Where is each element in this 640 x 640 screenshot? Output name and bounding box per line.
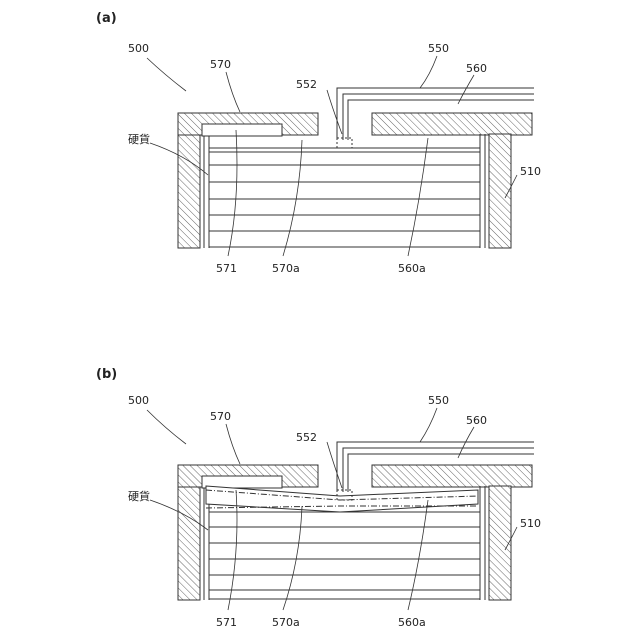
part-571 — [202, 124, 282, 136]
label-500-b: 500 — [128, 394, 149, 407]
coin-stack — [209, 148, 480, 247]
left-wall — [178, 486, 200, 600]
label-570a-a: 570a — [272, 262, 300, 275]
leaders-a — [147, 56, 517, 256]
coin-stack — [209, 512, 480, 599]
label-500-a: 500 — [128, 42, 149, 55]
label-560-b: 560 — [466, 414, 487, 427]
left-wall — [178, 134, 200, 248]
label-coins-a: 硬貨 — [128, 132, 150, 146]
label-510-b: 510 — [520, 517, 541, 530]
label-coins-b: 硬貨 — [128, 489, 150, 503]
label-571-a: 571 — [216, 262, 237, 275]
label-510-a: 510 — [520, 165, 541, 178]
plate-560 — [372, 465, 532, 487]
panel-a-label: (a) — [96, 11, 117, 26]
label-550-b: 550 — [428, 394, 449, 407]
label-571-b: 571 — [216, 616, 237, 629]
label-552-b: 552 — [296, 431, 317, 444]
label-560a-b: 560a — [398, 616, 426, 629]
plate-560 — [372, 113, 532, 135]
label-570-b: 570 — [210, 410, 231, 423]
right-wall-510 — [489, 486, 511, 600]
label-552-a: 552 — [296, 78, 317, 91]
panel-b: (b) — [96, 367, 541, 629]
panel-a: (a) — [96, 11, 541, 275]
right-wall-510 — [489, 134, 511, 248]
label-570a-b: 570a — [272, 616, 300, 629]
label-560-a: 560 — [466, 62, 487, 75]
label-570-a: 570 — [210, 58, 231, 71]
label-550-a: 550 — [428, 42, 449, 55]
label-560a-a: 560a — [398, 262, 426, 275]
panel-b-label: (b) — [96, 367, 117, 382]
